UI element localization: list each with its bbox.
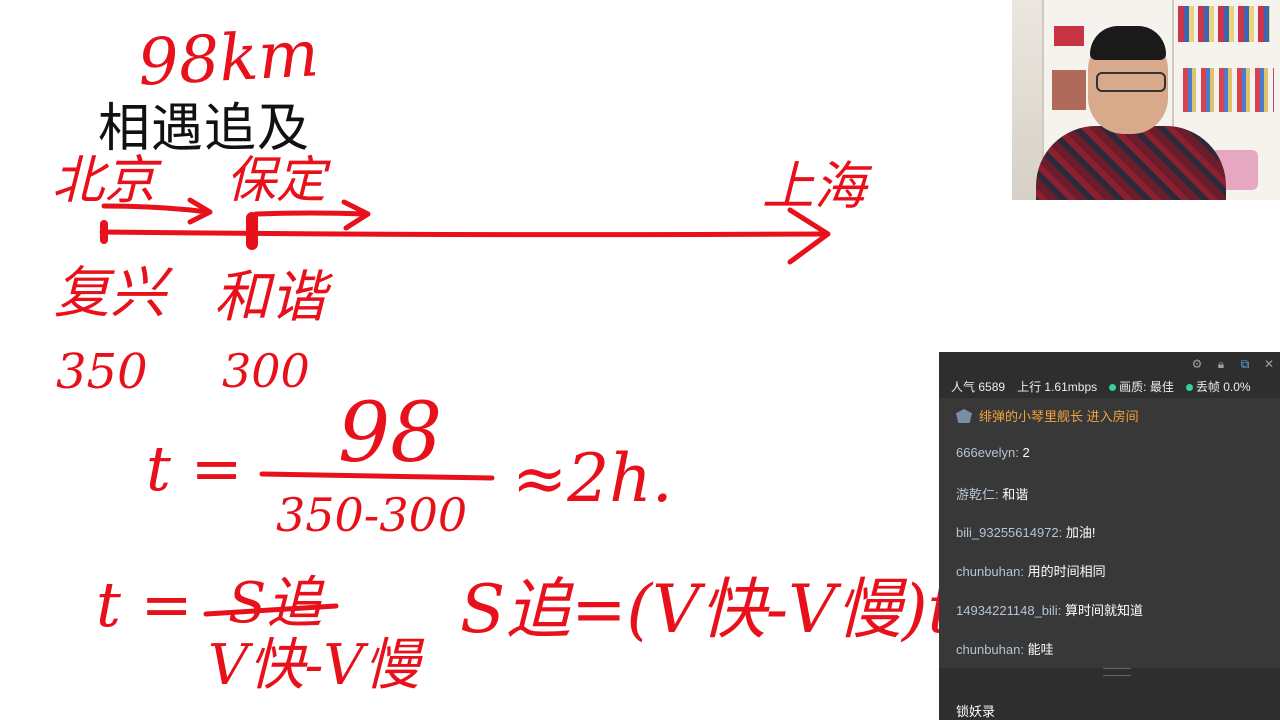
quality-stat: 画质: 最佳: [1109, 378, 1174, 395]
captain-badge-icon: [956, 409, 972, 423]
board-title: 相遇追及: [98, 99, 311, 159]
chat-message: chunbuhan: 能哇: [956, 639, 1054, 658]
formula2-lhs: t =: [96, 568, 193, 641]
formula1-lhs: t =: [146, 432, 243, 505]
live-chat-panel: ⚙ 🔒︎ ⧉ ✕ 人气 6589 上行 1.61mbps 画质: 最佳 丢帧 0…: [939, 352, 1280, 720]
formula1-numerator: 98: [338, 386, 443, 481]
chat-username[interactable]: 游乾仁:: [956, 487, 999, 502]
city-mid-label: 保定: [226, 151, 326, 209]
train-fast-label: 复兴: [54, 261, 166, 326]
chat-text: 加油!: [1065, 525, 1096, 540]
chat-text: 能哇: [1027, 642, 1054, 657]
dropped-frames-stat: 丢帧 0.0%: [1185, 378, 1251, 395]
chat-text: 用的时间相同: [1027, 564, 1106, 579]
city-end-label: 上海: [762, 157, 867, 217]
formula3: S追=(V快-V慢)t.: [460, 571, 976, 648]
resize-handle[interactable]: [1103, 668, 1131, 676]
train-slow-label: 和谐: [214, 265, 326, 330]
distance-label: 98km: [136, 17, 321, 101]
footer-text: 锁妖录: [956, 704, 996, 719]
chat-message: chunbuhan: 用的时间相同: [956, 561, 1106, 580]
chat-message: 14934221148_bili: 算时间就知道: [956, 600, 1143, 619]
lock-icon[interactable]: 🔒︎: [1217, 357, 1225, 371]
status-dot-icon: [1185, 383, 1193, 391]
chat-username[interactable]: 666evelyn:: [956, 445, 1019, 460]
formula1-denominator: 350-300: [276, 488, 468, 542]
chat-text: 2: [1022, 445, 1030, 460]
chat-message: bili_93255614972: 加油!: [956, 522, 1096, 541]
chat-text: 算时间就知道: [1064, 603, 1143, 618]
stream-stats: 人气 6589 上行 1.61mbps 画质: 最佳 丢帧 0.0%: [939, 376, 1280, 396]
speed-slow-label: 300: [222, 344, 310, 398]
chat-username[interactable]: bili_93255614972:: [956, 525, 1063, 540]
speed-fast-label: 350: [56, 344, 148, 400]
formula2-denominator: V快-V慢: [208, 633, 420, 698]
system-message: 绯弹的小琴里舰长 进入房间: [956, 406, 1139, 425]
panel-toolbar: ⚙ 🔒︎ ⧉ ✕: [939, 352, 1280, 376]
status-dot-icon: [1109, 383, 1117, 391]
formula1-result: ≈2h.: [512, 440, 673, 517]
popout-icon[interactable]: ⧉: [1240, 357, 1250, 371]
popularity-stat: 人气 6589: [951, 379, 1006, 394]
chat-list[interactable]: 绯弹的小琴里舰长 进入房间 666evelyn: 2 游乾仁: 和谐 bili_…: [939, 398, 1280, 668]
chat-text: 和谐: [1002, 487, 1029, 502]
upload-stat: 上行 1.61mbps: [1017, 379, 1098, 394]
chat-username[interactable]: chunbuhan:: [956, 564, 1024, 579]
chat-username[interactable]: chunbuhan:: [956, 642, 1024, 657]
formula2-numerator: S追: [228, 571, 323, 636]
chat-username[interactable]: 14934221148_bili:: [956, 603, 1062, 618]
chat-message: 游乾仁: 和谐: [956, 484, 1028, 503]
close-icon[interactable]: ✕: [1263, 357, 1275, 371]
gear-icon[interactable]: ⚙: [1191, 357, 1203, 371]
chat-message: 666evelyn: 2: [956, 445, 1030, 460]
city-start-label: 北京: [52, 151, 157, 211]
webcam-feed: [1012, 0, 1280, 200]
